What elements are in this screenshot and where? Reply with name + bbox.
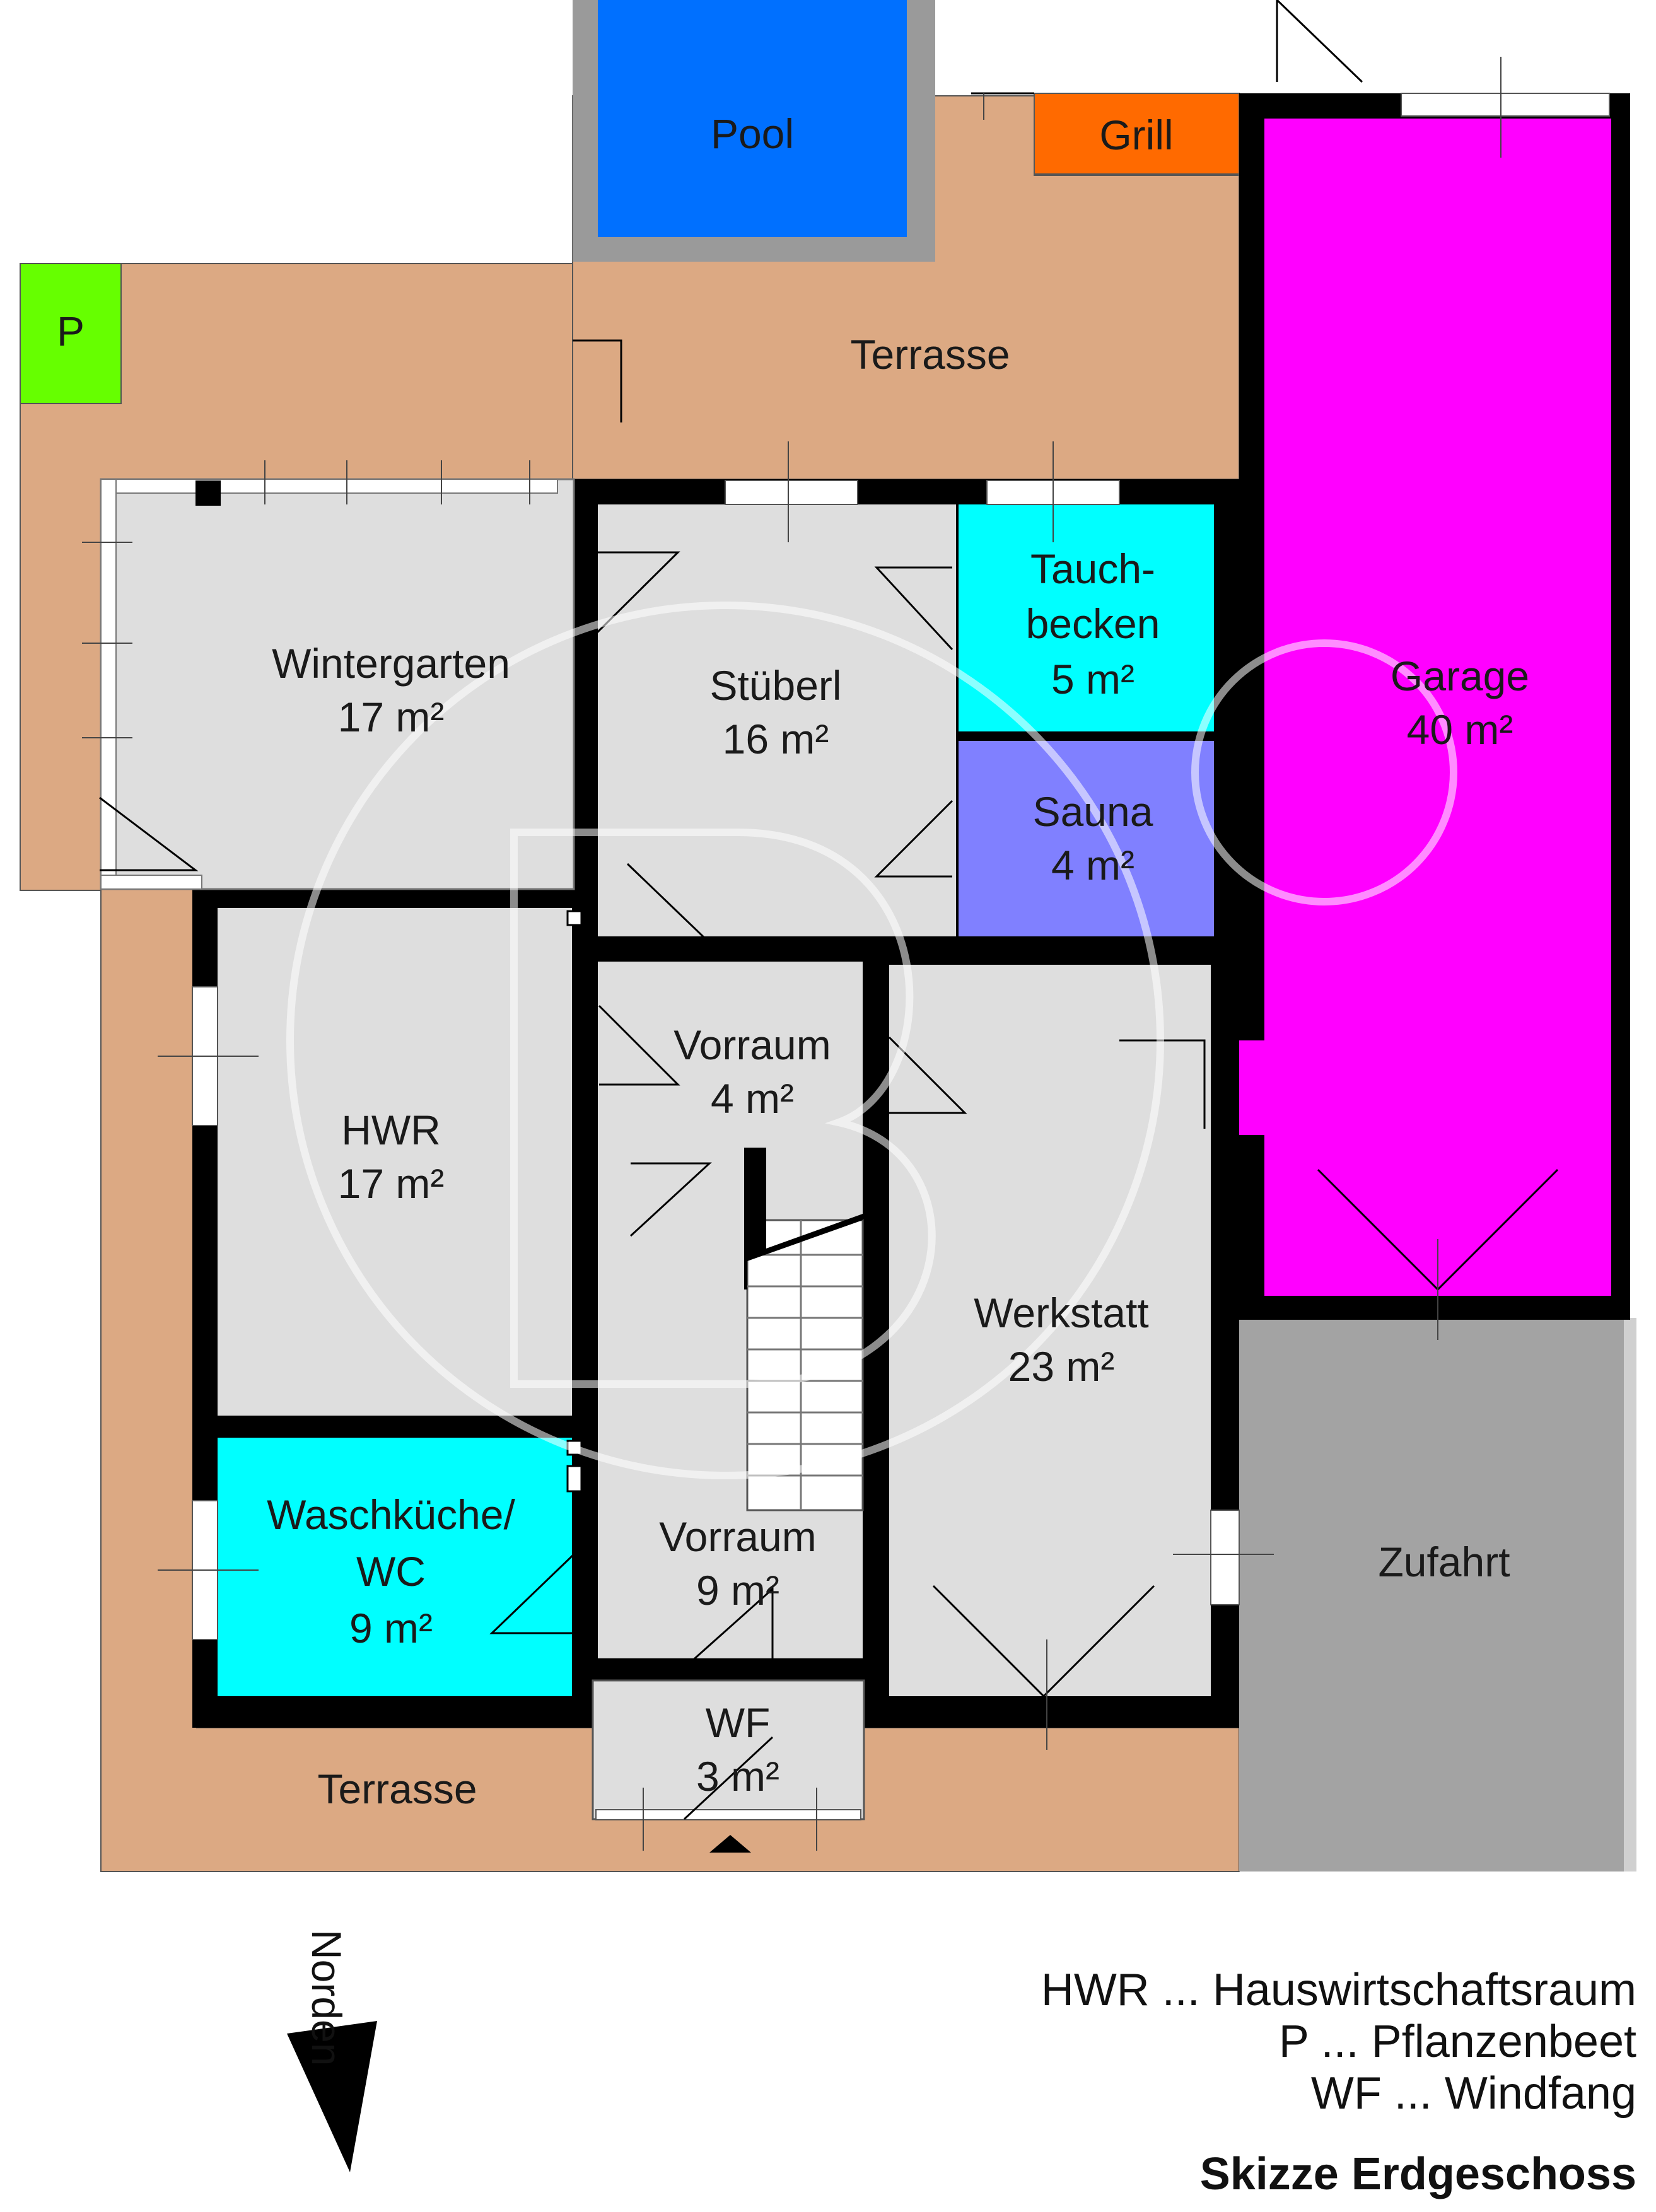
grill-label: Grill bbox=[1099, 112, 1173, 158]
stueberl-window bbox=[725, 480, 858, 505]
garage-name: Garage bbox=[1391, 653, 1529, 699]
sauna-floor bbox=[959, 741, 1214, 936]
vorraum-upper-area: 4 m² bbox=[711, 1075, 794, 1122]
vorraum-link bbox=[598, 1135, 863, 1165]
pool-label: Pool bbox=[711, 110, 794, 157]
plant-bed-area bbox=[20, 263, 122, 404]
hwr-name: HWR bbox=[341, 1107, 441, 1153]
zufahrt-label: Zufahrt bbox=[1378, 1539, 1510, 1585]
legend-line-3: WF ... Windfang bbox=[1311, 2068, 1636, 2119]
plan-title: Skizze Erdgeschoss bbox=[1200, 2149, 1636, 2199]
watermark-logo bbox=[286, 602, 1457, 1479]
tauchbecken-area: 5 m² bbox=[1051, 656, 1134, 702]
stueberl-name: Stüberl bbox=[709, 662, 841, 709]
stueberl-floor bbox=[598, 504, 956, 936]
werkstatt-name: Werkstatt bbox=[974, 1289, 1149, 1336]
terrace-top-label: Terrasse bbox=[850, 331, 1010, 378]
stueberl-area: 16 m² bbox=[723, 716, 829, 762]
vorraum-lower-name: Vorraum bbox=[659, 1513, 816, 1560]
entrance-arrow bbox=[709, 1835, 751, 1853]
legend-line-2: P ... Pflanzenbeet bbox=[1279, 2017, 1636, 2067]
wintergarten-post bbox=[195, 480, 221, 506]
wf-area: 3 m² bbox=[696, 1753, 779, 1800]
wintergarten-glass-top bbox=[115, 479, 558, 494]
wintergarten-area: 17 m² bbox=[338, 694, 445, 740]
tauchbecken-name-2: becken bbox=[1026, 600, 1160, 647]
tauchbecken-name-1: Tauch- bbox=[1030, 545, 1155, 592]
tauchbecken-floor bbox=[959, 504, 1214, 731]
shaft-3 bbox=[566, 1465, 583, 1493]
legend-line-1: HWR ... Hauswirtschaftsraum bbox=[1041, 1965, 1636, 2015]
north-arrow-icon bbox=[287, 2021, 377, 2172]
door-swings bbox=[99, 0, 1559, 1820]
wintergarten-name: Wintergarten bbox=[272, 640, 510, 687]
hwr-area: 17 m² bbox=[338, 1160, 445, 1207]
zufahrt-edge bbox=[1624, 1318, 1636, 1871]
stair-wall bbox=[744, 1148, 863, 1289]
wintergarten-glass-bottom bbox=[100, 875, 202, 890]
terrace-bottom-label: Terrasse bbox=[317, 1766, 477, 1812]
waschkueche-name-2: WC bbox=[356, 1548, 426, 1595]
waschkueche-floor bbox=[218, 1438, 572, 1696]
vorraum-upper-name: Vorraum bbox=[673, 1022, 831, 1068]
wintergarten-floor bbox=[100, 478, 575, 890]
sauna-area: 4 m² bbox=[1051, 842, 1134, 888]
garage-window bbox=[1401, 93, 1610, 117]
werkstatt-area: 23 m² bbox=[1008, 1343, 1115, 1390]
waschkueche-area: 9 m² bbox=[349, 1605, 433, 1651]
plant-bed-label: P bbox=[57, 308, 85, 354]
vorraum-lower-area: 9 m² bbox=[696, 1567, 779, 1614]
werkstatt-window bbox=[1210, 1510, 1240, 1605]
shaft-1 bbox=[566, 910, 583, 926]
grill-area bbox=[1034, 93, 1240, 175]
garage-floor bbox=[1214, 119, 1611, 1296]
wf-floor-strip bbox=[595, 1809, 861, 1820]
wintergarten-glass-left bbox=[100, 479, 117, 890]
window-ticks bbox=[82, 57, 1501, 1851]
wf-name: WF bbox=[706, 1699, 771, 1746]
north-label: Norden bbox=[303, 1930, 350, 2066]
zufahrt-area bbox=[1239, 1318, 1624, 1871]
sauna-name: Sauna bbox=[1033, 788, 1153, 835]
waschkueche-name-1: Waschküche/ bbox=[267, 1491, 515, 1538]
garage-area: 40 m² bbox=[1407, 706, 1513, 753]
pool-water bbox=[598, 0, 907, 237]
wf-floor bbox=[592, 1679, 865, 1820]
